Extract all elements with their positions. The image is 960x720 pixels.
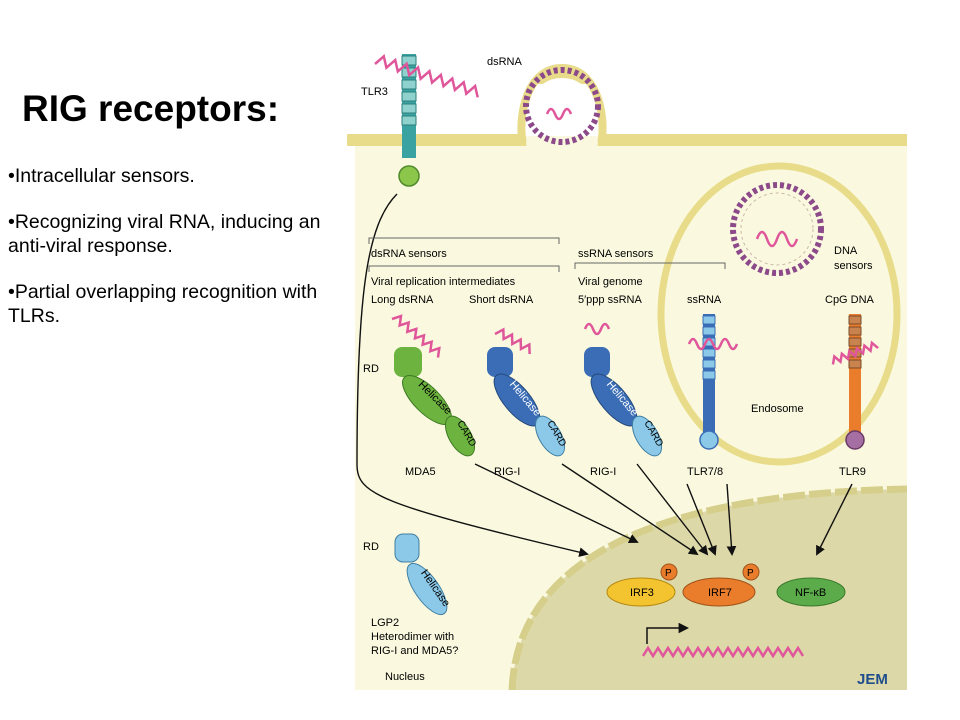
bullet-item: •Intracellular sensors. [8,165,195,187]
cpg-dna-label: CpG DNA [825,294,875,306]
rigi-label: RIG-I [494,466,520,478]
ssrna-label: ssRNA [687,294,722,306]
endosome [657,162,901,466]
rig-receptor-diagram: dsRNA TLR3 dsRNA sensors ssRNA sensors V… [347,54,907,690]
phospho-label: P [665,568,672,579]
irf3-factor: IRF3 P [606,563,678,607]
endosome-label: Endosome [751,403,804,415]
rd-label: RD [363,541,379,553]
slide-title: RIG receptors: [22,88,280,129]
mda5-protein: Helicase CARD [391,314,478,457]
ppp-ssrna-label: 5′ppp ssRNA [578,294,642,306]
irf3-label: IRF3 [630,587,654,599]
dsrna-sensors-label: dsRNA sensors [371,248,447,260]
virus-particle-bud [523,67,601,145]
nfkb-factor: NF-κB [776,577,846,607]
nfkb-label: NF-κB [795,587,826,599]
tlr3-label: TLR3 [361,86,388,98]
bullet-item: •Recognizing viral RNA, inducing an anti… [8,211,321,257]
tlr9-label: TLR9 [839,466,866,478]
short-dsrna-label: Short dsRNA [469,294,534,306]
viral-replication-label: Viral replication intermediates [371,276,516,288]
bullet-list: •Intracellular sensors. •Recognizing vir… [8,164,348,350]
irf7-factor: IRF7 P [682,563,760,607]
mda5-label: MDA5 [405,466,436,478]
dsrna-label: dsRNA [487,56,523,68]
dsrna-strand [374,54,479,98]
heterodimer-label: Heterodimer with [371,631,454,643]
rigi-label: RIG-I [590,466,616,478]
virus-particle-endosome [730,182,824,276]
jem-logo: JEM [857,671,888,688]
tlr9-receptor [831,314,879,450]
tlr78-receptor [687,314,739,450]
rd-label: RD [363,363,379,375]
viral-genome-label: Viral genome [578,276,643,288]
irf7-label: IRF7 [708,587,732,599]
phospho-label: P [747,568,754,579]
nucleus-label: Nucleus [385,671,425,683]
tlr78-label: TLR7/8 [687,466,723,478]
bullet-item: •Partial overlapping recognition with TL… [8,281,318,327]
ssrna-sensors-label: ssRNA sensors [578,248,654,260]
lgp2-label: LGP2 [371,617,399,629]
long-dsrna-label: Long dsRNA [371,294,434,306]
heterodimer-label: RIG-I and MDA5? [371,645,458,657]
mrna-strand [641,645,805,659]
dna-sensors-label: DNA [834,245,858,257]
dna-sensors-label: sensors [834,260,873,272]
